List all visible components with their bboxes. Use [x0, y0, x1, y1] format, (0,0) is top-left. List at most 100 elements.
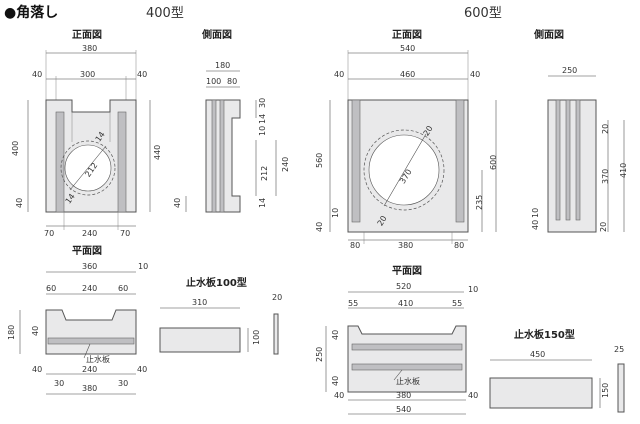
m400-front-groove-right — [117, 111, 127, 213]
dim-label: 80 — [350, 241, 360, 250]
dim-label: 410 — [619, 163, 628, 178]
m400-front-label: 正面図 — [72, 29, 102, 41]
model-400-title: 400型 — [146, 6, 184, 21]
dim-label: 10 — [468, 285, 478, 294]
dim-label: 40 — [315, 222, 324, 232]
m600-stop-plate: 止水板150型 450 150 25 — [489, 328, 625, 413]
m400-plan-label: 平面図 — [72, 245, 102, 257]
m600-side-body — [547, 99, 597, 233]
dim-label: 40 — [32, 70, 42, 79]
dim-label: 55 — [348, 299, 358, 308]
m600-plate-body — [489, 377, 593, 409]
dim-label: 10 — [331, 208, 340, 218]
dim-label: 30 — [118, 379, 128, 388]
m600-front-label: 正面図 — [392, 29, 422, 41]
dim-label: 20 — [272, 293, 282, 302]
dim-label: 55 — [452, 299, 462, 308]
m400-plate-edge — [273, 313, 279, 355]
m600-plan-label: 平面図 — [392, 265, 422, 277]
dim-label: 40 — [15, 198, 24, 208]
dim-label: 212 — [260, 166, 269, 181]
dim-label: 40 — [137, 70, 147, 79]
dim-label: 540 — [400, 44, 415, 53]
m400-plan-view: 平面図 360 10 60 240 60 止水板 180 40 40 240 4… — [7, 245, 148, 395]
dim-label: 10 — [258, 126, 267, 136]
dim-label: 240 — [82, 284, 97, 293]
m600-side-label: 側面図 — [533, 28, 564, 41]
m400-side-label: 側面図 — [201, 28, 232, 41]
m400-plate-body — [159, 327, 241, 353]
dim-label: 40 — [334, 70, 344, 79]
dim-label: 100 — [206, 77, 221, 86]
dim-label: 70 — [120, 229, 130, 238]
m600-front-view: 正面図 540 40 460 40 370 20 20 560 10 40 60… — [315, 29, 498, 250]
dim-label: 20 — [599, 222, 608, 232]
m600-front-pipe-opening — [363, 129, 445, 211]
dim-label: 380 — [82, 384, 97, 393]
dim-label: 40 — [531, 220, 540, 230]
dim-label: 40 — [334, 391, 344, 400]
dim-label: 40 — [137, 365, 147, 374]
m600-side-view: 側面図 250 20 370 20 410 40 10 — [531, 28, 628, 233]
section-heading: ●角落し — [4, 4, 58, 21]
m600-plan-board-lower — [351, 363, 463, 371]
m400-side-view: 側面図 180 100 80 30 14 10 212 240 14 40 — [173, 28, 290, 213]
dim-label: 40 — [468, 391, 478, 400]
m400-stop-plate: 止水板100型 310 100 20 — [159, 276, 282, 355]
dim-label: 370 — [601, 169, 610, 184]
dim-label: 止水板 — [86, 354, 110, 364]
dim-label: 25 — [614, 345, 624, 354]
dim-label: 250 — [315, 347, 324, 362]
dim-label: 450 — [530, 350, 545, 359]
dim-label: 250 — [562, 66, 577, 75]
dim-label: 100 — [252, 330, 261, 345]
m400-plate-label: 止水板100型 — [186, 276, 247, 289]
dim-label: 20 — [601, 124, 610, 134]
dim-label: 14 — [258, 198, 267, 208]
dim-label: 40 — [31, 326, 40, 336]
m400-front-pipe-opening — [60, 140, 116, 196]
dim-label: 60 — [118, 284, 128, 293]
m600-plan-view: 平面図 520 10 55 410 55 止水板 250 40 40 40 38… — [315, 265, 478, 415]
model-600-title: 600型 — [464, 6, 502, 21]
m600-plate-label: 止水板150型 — [514, 328, 575, 341]
dim-label: 180 — [7, 325, 16, 340]
dim-label: 30 — [258, 98, 267, 108]
dim-label: 80 — [454, 241, 464, 250]
dim-label: 380 — [82, 44, 97, 53]
dim-label: 310 — [192, 298, 207, 307]
m400-front-view: 正面図 380 40 300 40 212 14 14 400 40 440 — [11, 29, 162, 238]
dim-label: 235 — [475, 195, 484, 210]
dim-label: 40 — [470, 70, 480, 79]
dim-label: 560 — [315, 153, 324, 168]
dim-label: 60 — [46, 284, 56, 293]
dim-label: 460 — [400, 70, 415, 79]
dim-label: 440 — [153, 145, 162, 160]
dim-label: 30 — [54, 379, 64, 388]
dim-label: 240 — [82, 229, 97, 238]
dim-label: 360 — [82, 262, 97, 271]
dim-label: 80 — [227, 77, 237, 86]
dim-label: 520 — [396, 282, 411, 291]
dim-label: 180 — [215, 61, 230, 70]
dim-label: 40 — [32, 365, 42, 374]
dim-label: 380 — [396, 391, 411, 400]
m600-plan-board-upper — [351, 343, 463, 351]
dim-label: 240 — [281, 157, 290, 172]
dim-label: 14 — [258, 114, 267, 124]
m400-plan-body — [45, 309, 137, 355]
dim-label: 410 — [398, 299, 413, 308]
m400-front-groove-left — [55, 111, 65, 213]
m600-plate-edge — [617, 363, 625, 413]
m600-plan-body — [347, 325, 467, 393]
dim-label: 540 — [396, 405, 411, 414]
dim-label: 止水板 — [396, 376, 420, 386]
dim-label: 40 — [331, 330, 340, 340]
m400-plan-board — [47, 337, 135, 345]
dim-label: 10 — [531, 208, 540, 218]
dim-label: 240 — [82, 365, 97, 374]
dim-label: 400 — [11, 141, 20, 156]
dim-label: 10 — [138, 262, 148, 271]
dim-label: 150 — [601, 383, 610, 398]
dim-label: 40 — [173, 198, 182, 208]
